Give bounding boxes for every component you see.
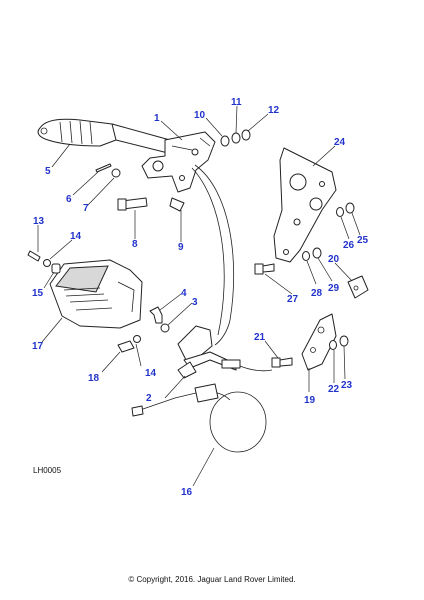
callout-15: 15 (32, 288, 44, 299)
callout-21: 21 (254, 332, 266, 343)
washer-28 (302, 251, 310, 261)
bracket-plate (273, 147, 337, 263)
callout-5: 5 (45, 166, 51, 177)
nut-26 (336, 207, 344, 217)
callout-11: 11 (231, 97, 242, 108)
bolt-27 (254, 263, 275, 275)
callout-27: 27 (287, 294, 299, 305)
callout-19: 19 (304, 395, 316, 406)
callout-28: 28 (311, 288, 323, 299)
callout-18: 18 (88, 373, 100, 384)
screw-4 (149, 306, 163, 324)
callout-2: 2 (146, 393, 152, 404)
callout-14-upper: 14 (70, 231, 82, 242)
pin-6 (95, 163, 112, 173)
bolt-8 (117, 197, 148, 211)
callout-7: 7 (83, 203, 89, 214)
nut-25 (345, 202, 355, 214)
leader-lines (37, 105, 361, 487)
callout-13: 13 (33, 216, 45, 227)
callout-20: 20 (328, 254, 340, 265)
bolt-9 (169, 197, 185, 212)
callout-26: 26 (343, 240, 355, 251)
cable-assembly (177, 325, 241, 379)
nut-23 (339, 335, 349, 347)
boot-gaiter (49, 259, 143, 329)
diagram-reference-code: LH0005 (33, 466, 62, 475)
callout-25: 25 (357, 235, 369, 246)
callout-10: 10 (194, 110, 206, 121)
washer-14-lower (133, 335, 141, 343)
callout-12: 12 (268, 105, 280, 116)
callouts: 1 2 3 4 5 6 7 8 9 10 11 12 13 14 14 15 1… (32, 97, 369, 498)
callout-24: 24 (334, 137, 346, 148)
cable-upper-2 (191, 167, 225, 336)
block-20 (347, 275, 369, 299)
cable-upper (194, 164, 235, 346)
callout-8: 8 (132, 239, 138, 250)
clip-15 (51, 263, 61, 274)
bolt-21 (271, 357, 293, 368)
callout-23: 23 (341, 380, 353, 391)
lever-mechanism (141, 131, 216, 193)
handbrake-lever (37, 118, 177, 155)
callout-22: 22 (328, 384, 340, 395)
callout-9: 9 (178, 242, 184, 253)
washer-7 (111, 168, 121, 178)
copyright-notice: © Copyright, 2016. Jaguar Land Rover Lim… (128, 575, 296, 584)
callout-3: 3 (192, 297, 198, 308)
callout-4: 4 (181, 288, 187, 299)
callout-1: 1 (154, 113, 160, 124)
callout-29: 29 (328, 283, 340, 294)
nut-29 (312, 247, 322, 259)
callout-6: 6 (66, 194, 72, 205)
bolt-18 (117, 340, 135, 353)
washer-3 (160, 323, 170, 333)
callout-16: 16 (181, 487, 193, 498)
bracket-19 (301, 313, 337, 371)
cable-loop (131, 365, 273, 453)
callout-17: 17 (32, 341, 44, 352)
screw-13 (27, 250, 41, 262)
nut-22 (329, 340, 337, 350)
washers-10-12 (220, 129, 251, 147)
washer-14-left (43, 259, 51, 267)
callout-14-lower: 14 (145, 368, 157, 379)
